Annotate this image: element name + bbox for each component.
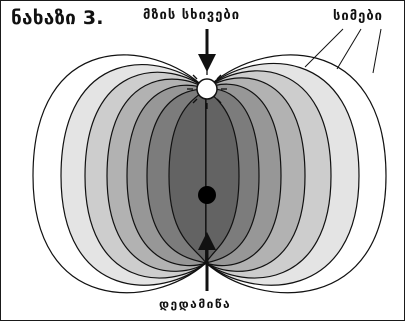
left-shell-7 <box>168 87 207 265</box>
shells-label: სიმები <box>333 9 383 24</box>
shell-pointer-lines <box>304 28 382 74</box>
right-lobe <box>205 54 387 294</box>
center-body <box>198 186 216 204</box>
left-lobe <box>32 54 207 294</box>
figure-title: ნახაზი 3. <box>11 7 104 29</box>
sun-icon <box>187 69 227 109</box>
stone-label: დედამიწა <box>159 297 232 311</box>
light-label: მზის სხივები <box>143 8 241 23</box>
